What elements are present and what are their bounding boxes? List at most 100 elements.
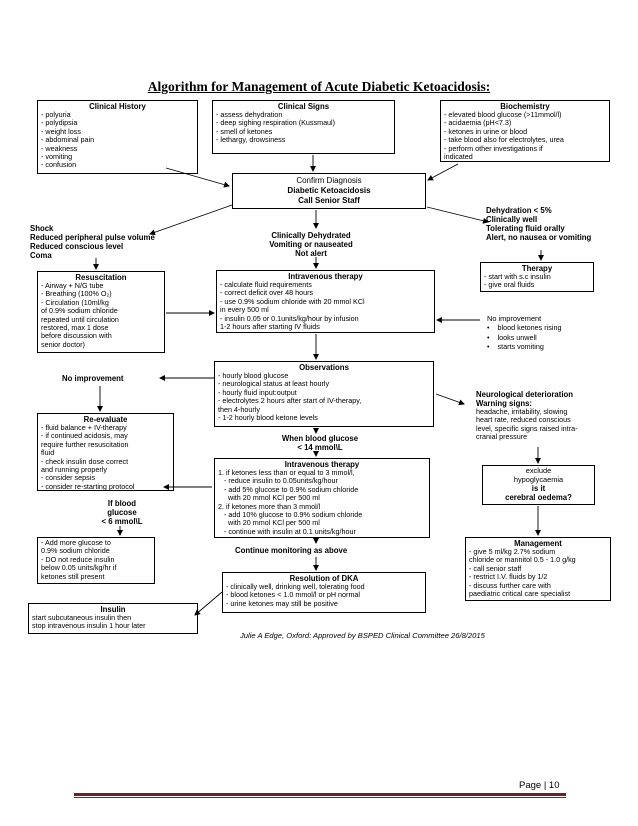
list-item: - assess dehydration: [216, 110, 283, 119]
text-line: No improvement: [487, 314, 542, 323]
neuro-deterioration-text: Neurological deterioration Warning signs…: [476, 390, 577, 442]
when-glucose-text: When blood glucose < 14 mmol\L: [245, 434, 395, 452]
list-item: - Airway + N/G tube: [41, 281, 104, 290]
list-item: - continue with insulin at 0.1 units/kg/…: [224, 526, 356, 536]
list-item: - consider sepsis: [41, 473, 95, 483]
resuscitation-title: Resuscitation: [75, 273, 127, 282]
confirm-line: Call Senior Staff: [298, 196, 360, 205]
list-item: - calculate fluid requirements: [220, 280, 312, 289]
text-line: Warning signs:: [476, 399, 533, 408]
text-line: Clinically Dehydrated: [271, 231, 351, 240]
list-item: and running properly: [41, 465, 107, 475]
list-item: - weakness: [41, 143, 78, 153]
list-item: - give 5 ml/kg 2.7% sodium: [469, 547, 556, 556]
continue-monitoring-text: Continue monitoring as above: [235, 546, 348, 555]
therapy-box: Therapy - start with s.c insulin - give …: [480, 262, 594, 292]
list-item: • looks unwell: [487, 332, 537, 342]
management-box: Management - give 5 ml/kg 2.7% sodium ch…: [465, 537, 611, 601]
text-line: Alert, no nausea or vomiting: [486, 233, 592, 242]
text-line: < 6 mmol\L: [101, 517, 143, 526]
list-item: paediatric critical care specialist: [469, 589, 571, 599]
list-item: - blood ketones < 1.0 mmol/l or pH norma…: [226, 590, 361, 600]
biochemistry-title: Biochemistry: [500, 102, 550, 111]
dehydrated-text: Clinically Dehydrated Vomiting or nausea…: [246, 231, 376, 258]
text-line: Reduced conscious level: [30, 242, 124, 251]
text-line: Shock: [30, 224, 54, 233]
list-item: - perform other investigations if: [444, 143, 543, 153]
list-item: - restrict I.V. fluids by 1/2: [469, 572, 548, 582]
list-item: - urine ketones may still be positive: [226, 598, 338, 608]
list-item: 2. if ketones more than 3 mmol/l: [218, 501, 321, 511]
list-item: - hourly fluid input:output: [218, 387, 297, 397]
text-line: Reduced peripheral pulse volume: [30, 233, 155, 242]
list-item: with 20 mmol KCl per 500 ml: [228, 493, 320, 503]
page-number: Page | 10: [519, 780, 560, 791]
list-item: - hourly blood glucose: [218, 371, 289, 380]
list-item: - DO not reduce insulin: [41, 554, 115, 564]
list-item: in every 500 ml: [220, 305, 269, 315]
resolution-box: Resolution of DKA - clinically well, dri…: [222, 572, 426, 613]
list-item: - electrolytes 2 hours after start of IV…: [218, 396, 362, 406]
text-line: Coma: [30, 251, 52, 260]
iv-therapy-2-title: Intravenous therapy: [284, 460, 360, 469]
list-item: headache, irritability, slowing: [476, 407, 568, 416]
bullet-text: looks unwell: [497, 332, 537, 342]
list-item: ketones still present: [41, 571, 105, 581]
list-item: before discussion with: [41, 331, 112, 341]
bullet-text: starts vomiting: [497, 342, 544, 351]
text-line: Tolerating fluid orally: [486, 224, 565, 233]
clinical-signs-title: Clinical Signs: [277, 102, 330, 111]
list-item: 0.9% sodium chloride: [41, 546, 110, 556]
text-line: If blood: [107, 499, 137, 508]
clinical-history-title: Clinical History: [89, 102, 146, 111]
list-item: indicated: [444, 152, 473, 162]
list-item: - deep sighing respiration (Kussmaul): [216, 118, 336, 128]
list-item: - polyuria: [41, 110, 71, 119]
text-line: glucose: [107, 508, 137, 517]
if-glucose-text: If blood glucose < 6 mmol\L: [92, 499, 152, 526]
arrow: [149, 204, 233, 236]
list-item: - discuss further care with: [469, 580, 551, 590]
clinical-signs-box: Clinical Signs - assess dehydration - de…: [212, 100, 395, 154]
list-item: - correct deficit over 48 hours: [220, 288, 314, 298]
text-line: cerebral oedema?: [505, 493, 572, 503]
list-item: start subcutaneous insulin then: [32, 613, 132, 622]
observations-title: Observations: [299, 363, 349, 372]
text-line: Not alert: [295, 249, 327, 258]
list-item: - abdominal pain: [41, 135, 95, 145]
list-item: - Breathing (100% O₂): [41, 289, 112, 299]
list-item: - weight loss: [41, 126, 81, 136]
add-glucose-box: - Add more glucose to 0.9% sodium chlori…: [37, 537, 155, 584]
list-item: - 1-2 hourly blood ketone levels: [218, 413, 318, 423]
list-item: below 0.05 units/kg/hr if: [41, 563, 117, 573]
iv-therapy-title: Intravenous therapy: [288, 272, 363, 281]
list-item: - start with s.c insulin: [484, 272, 551, 281]
confirm-line: Diabetic Ketoacidosis: [287, 186, 371, 195]
list-item: 1-2 hours after starting IV fluids: [220, 322, 320, 332]
text-line: Clinically well: [486, 215, 538, 224]
exclude-box: exclude hypoglycaemia is it cerebral oed…: [482, 465, 595, 505]
text-line: exclude: [525, 466, 552, 475]
clinical-history-box: Clinical History - polyuria - polydipsia…: [37, 100, 198, 174]
list-item: - lethargy, drowsiness: [216, 135, 286, 145]
reevaluate-box: Re-evaluate - fluid balance + IV-therapy…: [37, 413, 174, 491]
list-item: 1. if ketones less than or equal to 3 mm…: [218, 468, 355, 477]
list-item: chloride or mannitol 0.5 - 1.0 g/kg: [469, 555, 576, 565]
arrow: [427, 163, 459, 181]
no-improvement-right: No improvement • blood ketones rising • …: [487, 314, 561, 352]
list-item: - vomiting: [41, 152, 73, 162]
text-line: Neurological deterioration: [476, 390, 574, 399]
resuscitation-box: Resuscitation - Airway + N/G tube - Brea…: [37, 271, 165, 353]
confirm-line: Confirm Diagnosis: [296, 176, 362, 185]
list-item: - elevated blood glucose (>11mmol/l): [444, 110, 562, 119]
arrow: [426, 206, 489, 224]
list-item: - add 10% glucose to 0.9% sodium chlorid…: [224, 510, 363, 520]
list-item: - call senior staff: [469, 563, 522, 573]
therapy-title: Therapy: [521, 264, 553, 273]
list-item: of 0.9% sodium chloride: [41, 306, 118, 316]
resolution-title: Resolution of DKA: [289, 574, 359, 583]
list-item: - ketones in urine or blood: [444, 126, 528, 136]
shock-text: Shock Reduced peripheral pulse volume Re…: [30, 224, 155, 260]
list-item: repeated until circulation: [41, 314, 119, 324]
confirm-diagnosis-box: Confirm Diagnosis Diabetic Ketoacidosis …: [232, 173, 426, 209]
